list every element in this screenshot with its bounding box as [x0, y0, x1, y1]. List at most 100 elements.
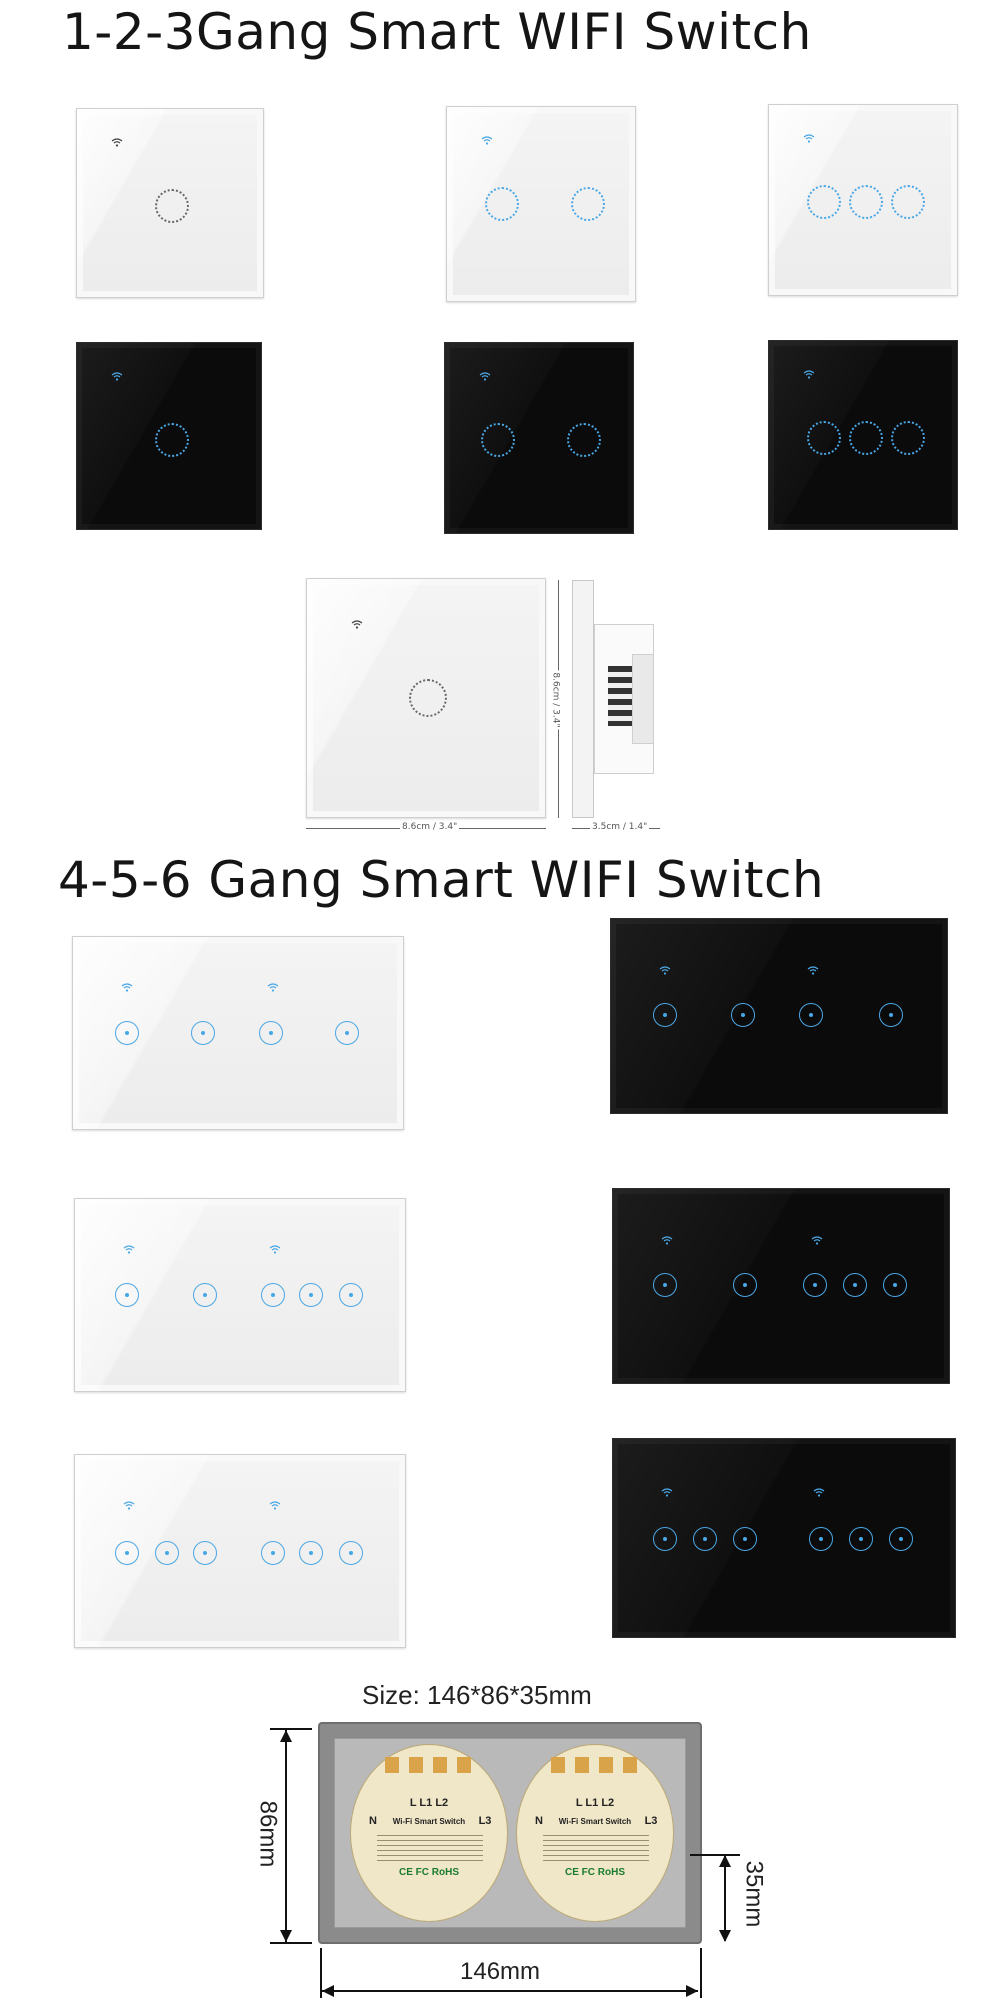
height-label: 86mm	[254, 1800, 282, 1868]
switch-panel-4gang-white	[72, 936, 404, 1130]
touch-button-icon	[155, 1541, 179, 1565]
touch-button-icon	[299, 1283, 323, 1307]
section-title-1-2-3-gang: 1-2-3Gang Smart WIFI Switch	[62, 3, 812, 61]
touch-button-icon	[803, 1273, 827, 1297]
touch-button-icon	[155, 189, 189, 223]
touch-button-icon	[261, 1541, 285, 1565]
wifi-icon	[659, 966, 671, 975]
width-label: 146mm	[456, 1958, 545, 1986]
touch-button-icon	[335, 1021, 359, 1045]
touch-button-icon	[843, 1273, 867, 1297]
depth-label: 35mm	[740, 1860, 768, 1928]
line3-label: L3	[478, 1815, 492, 1827]
touch-button-icon	[653, 1273, 677, 1297]
touch-button-icon	[883, 1273, 907, 1297]
width-arrow	[322, 1990, 698, 1992]
switch-panel-5gang-white	[74, 1198, 406, 1392]
wifi-module-right: L L1 L2 N Wi-Fi Smart Switch L3 CE FC Ro…	[516, 1744, 674, 1922]
touch-button-icon	[115, 1283, 139, 1307]
touch-button-icon	[653, 1527, 677, 1551]
wifi-module-left: L L1 L2 N Wi-Fi Smart Switch L3 CE FC Ro…	[350, 1744, 508, 1922]
module-name: Wi-Fi Smart Switch	[392, 1817, 466, 1826]
touch-button-icon	[193, 1541, 217, 1565]
dimension-depth: 3.5cm / 1.4"	[590, 822, 650, 832]
touch-button-icon	[849, 421, 883, 455]
switch-panel-1gang-black	[76, 342, 262, 530]
touch-button-icon	[693, 1527, 717, 1551]
touch-button-icon	[485, 187, 519, 221]
wifi-icon	[269, 1245, 281, 1254]
wifi-icon	[269, 1501, 281, 1510]
touch-button-icon	[879, 1003, 903, 1027]
wifi-icon	[661, 1488, 673, 1497]
touch-button-icon	[481, 423, 515, 457]
neutral-label: N	[369, 1815, 377, 1827]
wifi-icon	[123, 1501, 135, 1510]
wifi-icon	[479, 372, 491, 381]
touch-button-icon	[115, 1541, 139, 1565]
touch-button-icon	[849, 1527, 873, 1551]
wifi-icon	[111, 372, 123, 381]
neutral-label: N	[535, 1815, 543, 1827]
wifi-icon	[803, 134, 815, 143]
switch-panel-5gang-black	[612, 1188, 950, 1384]
touch-button-icon	[889, 1527, 913, 1551]
wifi-icon	[351, 620, 363, 629]
touch-button-icon	[799, 1003, 823, 1027]
switch-panel-3gang-white	[768, 104, 958, 296]
wifi-icon	[111, 138, 123, 147]
wifi-icon	[481, 136, 493, 145]
switch-panel-1gang-white	[76, 108, 264, 298]
wifi-icon	[811, 1236, 823, 1245]
touch-button-icon	[409, 679, 447, 717]
dimension-front-width: 8.6cm / 3.4"	[400, 822, 460, 832]
module-name: Wi-Fi Smart Switch	[558, 1817, 632, 1826]
touch-button-icon	[155, 423, 189, 457]
switch-panel-6gang-white	[74, 1454, 406, 1648]
touch-button-icon	[339, 1283, 363, 1307]
switch-panel-6gang-black	[612, 1438, 956, 1638]
touch-button-icon	[339, 1541, 363, 1565]
touch-button-icon	[807, 185, 841, 219]
touch-button-icon	[733, 1273, 757, 1297]
switch-panel-3gang-black	[768, 340, 958, 530]
depth-arrow	[724, 1855, 726, 1941]
section-title-4-5-6-gang: 4-5-6 Gang Smart WIFI Switch	[58, 851, 825, 909]
touch-button-icon	[731, 1003, 755, 1027]
dimension-height: 8.6cm / 3.4"	[550, 670, 561, 730]
wifi-icon	[123, 1245, 135, 1254]
switch-side-view	[572, 580, 662, 818]
wifi-icon	[803, 370, 815, 379]
touch-button-icon	[259, 1021, 283, 1045]
terminal-labels: L L1 L2	[409, 1797, 449, 1809]
wifi-icon	[267, 983, 279, 992]
size-label: Size: 146*86*35mm	[362, 1680, 592, 1710]
cert-logos: CE FC RoHS	[565, 1867, 625, 1878]
wifi-icon	[661, 1236, 673, 1245]
touch-button-icon	[891, 421, 925, 455]
wifi-icon	[813, 1488, 825, 1497]
cert-logos: CE FC RoHS	[399, 1867, 459, 1878]
touch-button-icon	[849, 185, 883, 219]
touch-button-icon	[299, 1541, 323, 1565]
touch-button-icon	[567, 423, 601, 457]
touch-button-icon	[807, 421, 841, 455]
touch-button-icon	[653, 1003, 677, 1027]
switch-panel-2gang-white	[446, 106, 636, 302]
line3-label: L3	[644, 1815, 658, 1827]
touch-button-icon	[891, 185, 925, 219]
terminal-labels: L L1 L2	[575, 1797, 615, 1809]
touch-button-icon	[733, 1527, 757, 1551]
touch-button-icon	[809, 1527, 833, 1551]
touch-button-icon	[193, 1283, 217, 1307]
switch-panel-4gang-black	[610, 918, 948, 1114]
touch-button-icon	[261, 1283, 285, 1307]
touch-button-icon	[115, 1021, 139, 1045]
switch-back-view: L L1 L2 N Wi-Fi Smart Switch L3 CE FC Ro…	[318, 1722, 702, 1944]
touch-button-icon	[191, 1021, 215, 1045]
height-arrow	[285, 1730, 287, 1942]
wifi-icon	[121, 983, 133, 992]
switch-front-view	[306, 578, 546, 818]
switch-panel-2gang-black	[444, 342, 634, 534]
touch-button-icon	[571, 187, 605, 221]
